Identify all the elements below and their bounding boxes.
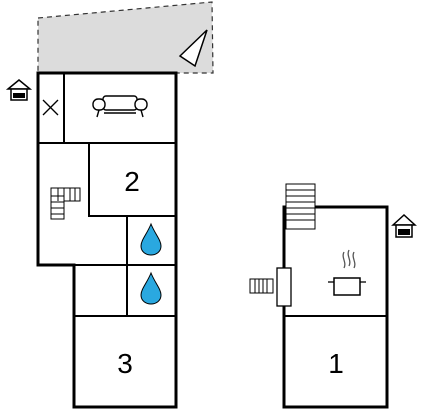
water-drop-icon — [140, 271, 162, 305]
room-number-3: 3 — [117, 348, 133, 379]
water-drop-icon — [140, 222, 162, 256]
cross-icon — [42, 99, 59, 116]
stairs-icon — [50, 187, 81, 220]
radiator-icon — [249, 267, 292, 307]
right-building — [282, 205, 389, 409]
left-building — [36, 71, 178, 409]
cooking-pot-icon — [328, 249, 366, 296]
sofa-icon — [92, 95, 148, 118]
terrace — [37, 1, 214, 74]
terrace-triangle-icon — [178, 29, 208, 68]
room-number-2: 2 — [124, 166, 140, 197]
entrance-icon — [391, 213, 417, 238]
room-number-1: 1 — [328, 348, 344, 379]
stairs-icon — [285, 183, 316, 230]
entrance-icon — [5, 79, 33, 101]
